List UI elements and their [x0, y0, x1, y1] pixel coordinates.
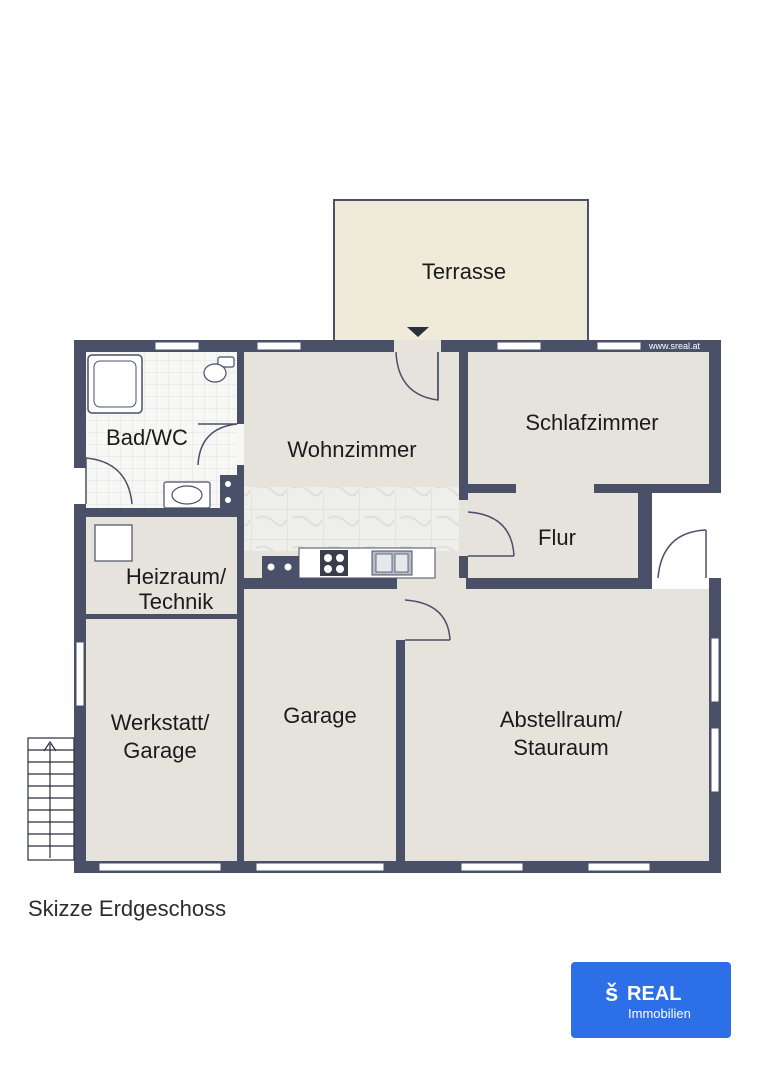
- cooktop-icon: [320, 550, 348, 576]
- hallway-floor: [468, 493, 638, 578]
- boiler-icon: [94, 524, 133, 562]
- room-label-heizraum: Heizraum/Technik: [126, 564, 227, 614]
- room-label-garage: Garage: [283, 703, 356, 728]
- room-labels: Terrasse Bad/WC Wohnzimmer Schlafzimmer …: [106, 259, 659, 763]
- room-label-abstellraum: Abstellraum/Stauraum: [500, 707, 623, 760]
- room-label-bad: Bad/WC: [106, 425, 188, 450]
- room-label-werkstatt: Werkstatt/Garage: [111, 710, 211, 763]
- washbasin-icon: [163, 481, 211, 509]
- toilet-icon: [203, 356, 235, 383]
- kitchen-counter-floor: [244, 487, 459, 551]
- garage-floor: [244, 589, 396, 861]
- workshop-floor: [86, 619, 237, 861]
- exterior-stairs: [27, 737, 75, 861]
- plan-caption: Skizze Erdgeschoss: [28, 896, 227, 921]
- shower-tray-icon: [87, 354, 143, 414]
- room-label-terrasse: Terrasse: [422, 259, 506, 284]
- entrance-arrow-icon: [407, 327, 429, 337]
- storage-room-floor: [405, 589, 709, 861]
- logo-subtitle: Immobilien: [628, 1006, 691, 1021]
- logo-mark: š: [605, 980, 619, 1007]
- bedroom-floor: [468, 352, 709, 484]
- sink-icon: [371, 550, 413, 576]
- room-label-wohnzimmer: Wohnzimmer: [287, 437, 416, 462]
- room-label-flur: Flur: [538, 525, 576, 550]
- room-label-schlafzimmer: Schlafzimmer: [525, 410, 658, 435]
- watermark: www.sreal.at: [648, 341, 701, 351]
- door-swings: [85, 351, 707, 641]
- sreal-logo: š REAL Immobilien: [571, 962, 731, 1038]
- kitchen-unit: [298, 547, 436, 579]
- windows: [75, 341, 720, 872]
- logo-brand: REAL: [627, 983, 682, 1005]
- terrace-area: [333, 199, 589, 345]
